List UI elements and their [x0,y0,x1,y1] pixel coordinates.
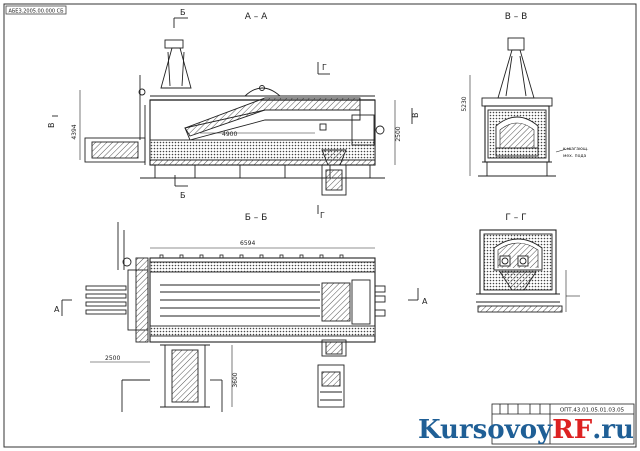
view-aa-title: А – А [245,12,268,22]
view-aa-mark-g-top: Г [322,63,327,72]
view-vv-title: В – В [505,12,528,22]
dim-bb-length: 6594 [240,240,255,247]
watermark-accent: RF [552,415,593,445]
view-gg-title: Г – Г [505,213,526,223]
title-block [491,403,635,445]
view-gg: Г – Г [476,213,580,313]
header-stamp: АБЕЗ.2005.00.000 СБ [8,9,64,15]
view-bb-title: Б – Б [245,213,268,223]
dim-bb-offset: 2500 [105,355,120,362]
view-aa-side-marker-left: В [47,123,56,129]
dim-vv-height: 5230 [461,96,468,111]
watermark-main: Kursovoy [418,415,553,445]
view-aa: А – А Б [52,8,413,214]
view-bb-side-marker-left: А [54,305,60,314]
view-vv: В – В [469,12,571,177]
header-stamp-box [5,5,67,15]
view-aa-cut-marker-bottom: Б [180,191,186,200]
dim-aa-length: 4900 [222,131,237,138]
sheet-frame [3,3,637,448]
title-block-doc-number: ОПТ.43.01.05.01.03.05 [560,408,625,414]
vv-note-2: мех. пода [563,154,586,159]
view-aa-cut-marker-top: Б [180,8,186,17]
view-aa-mark-g-bottom: Г [320,211,325,220]
view-bb-side-marker-right: А [422,297,428,306]
vv-note-1: к шагающ. [563,147,589,152]
dim-aa-height-left: 4394 [71,124,78,139]
dim-bb-side: 3600 [232,372,239,387]
view-aa-side-marker-right: В [411,113,420,119]
view-bb: Б – Б [61,213,419,412]
watermark-suffix: .ru [592,415,634,445]
dim-aa-height-right: 2500 [395,126,402,141]
